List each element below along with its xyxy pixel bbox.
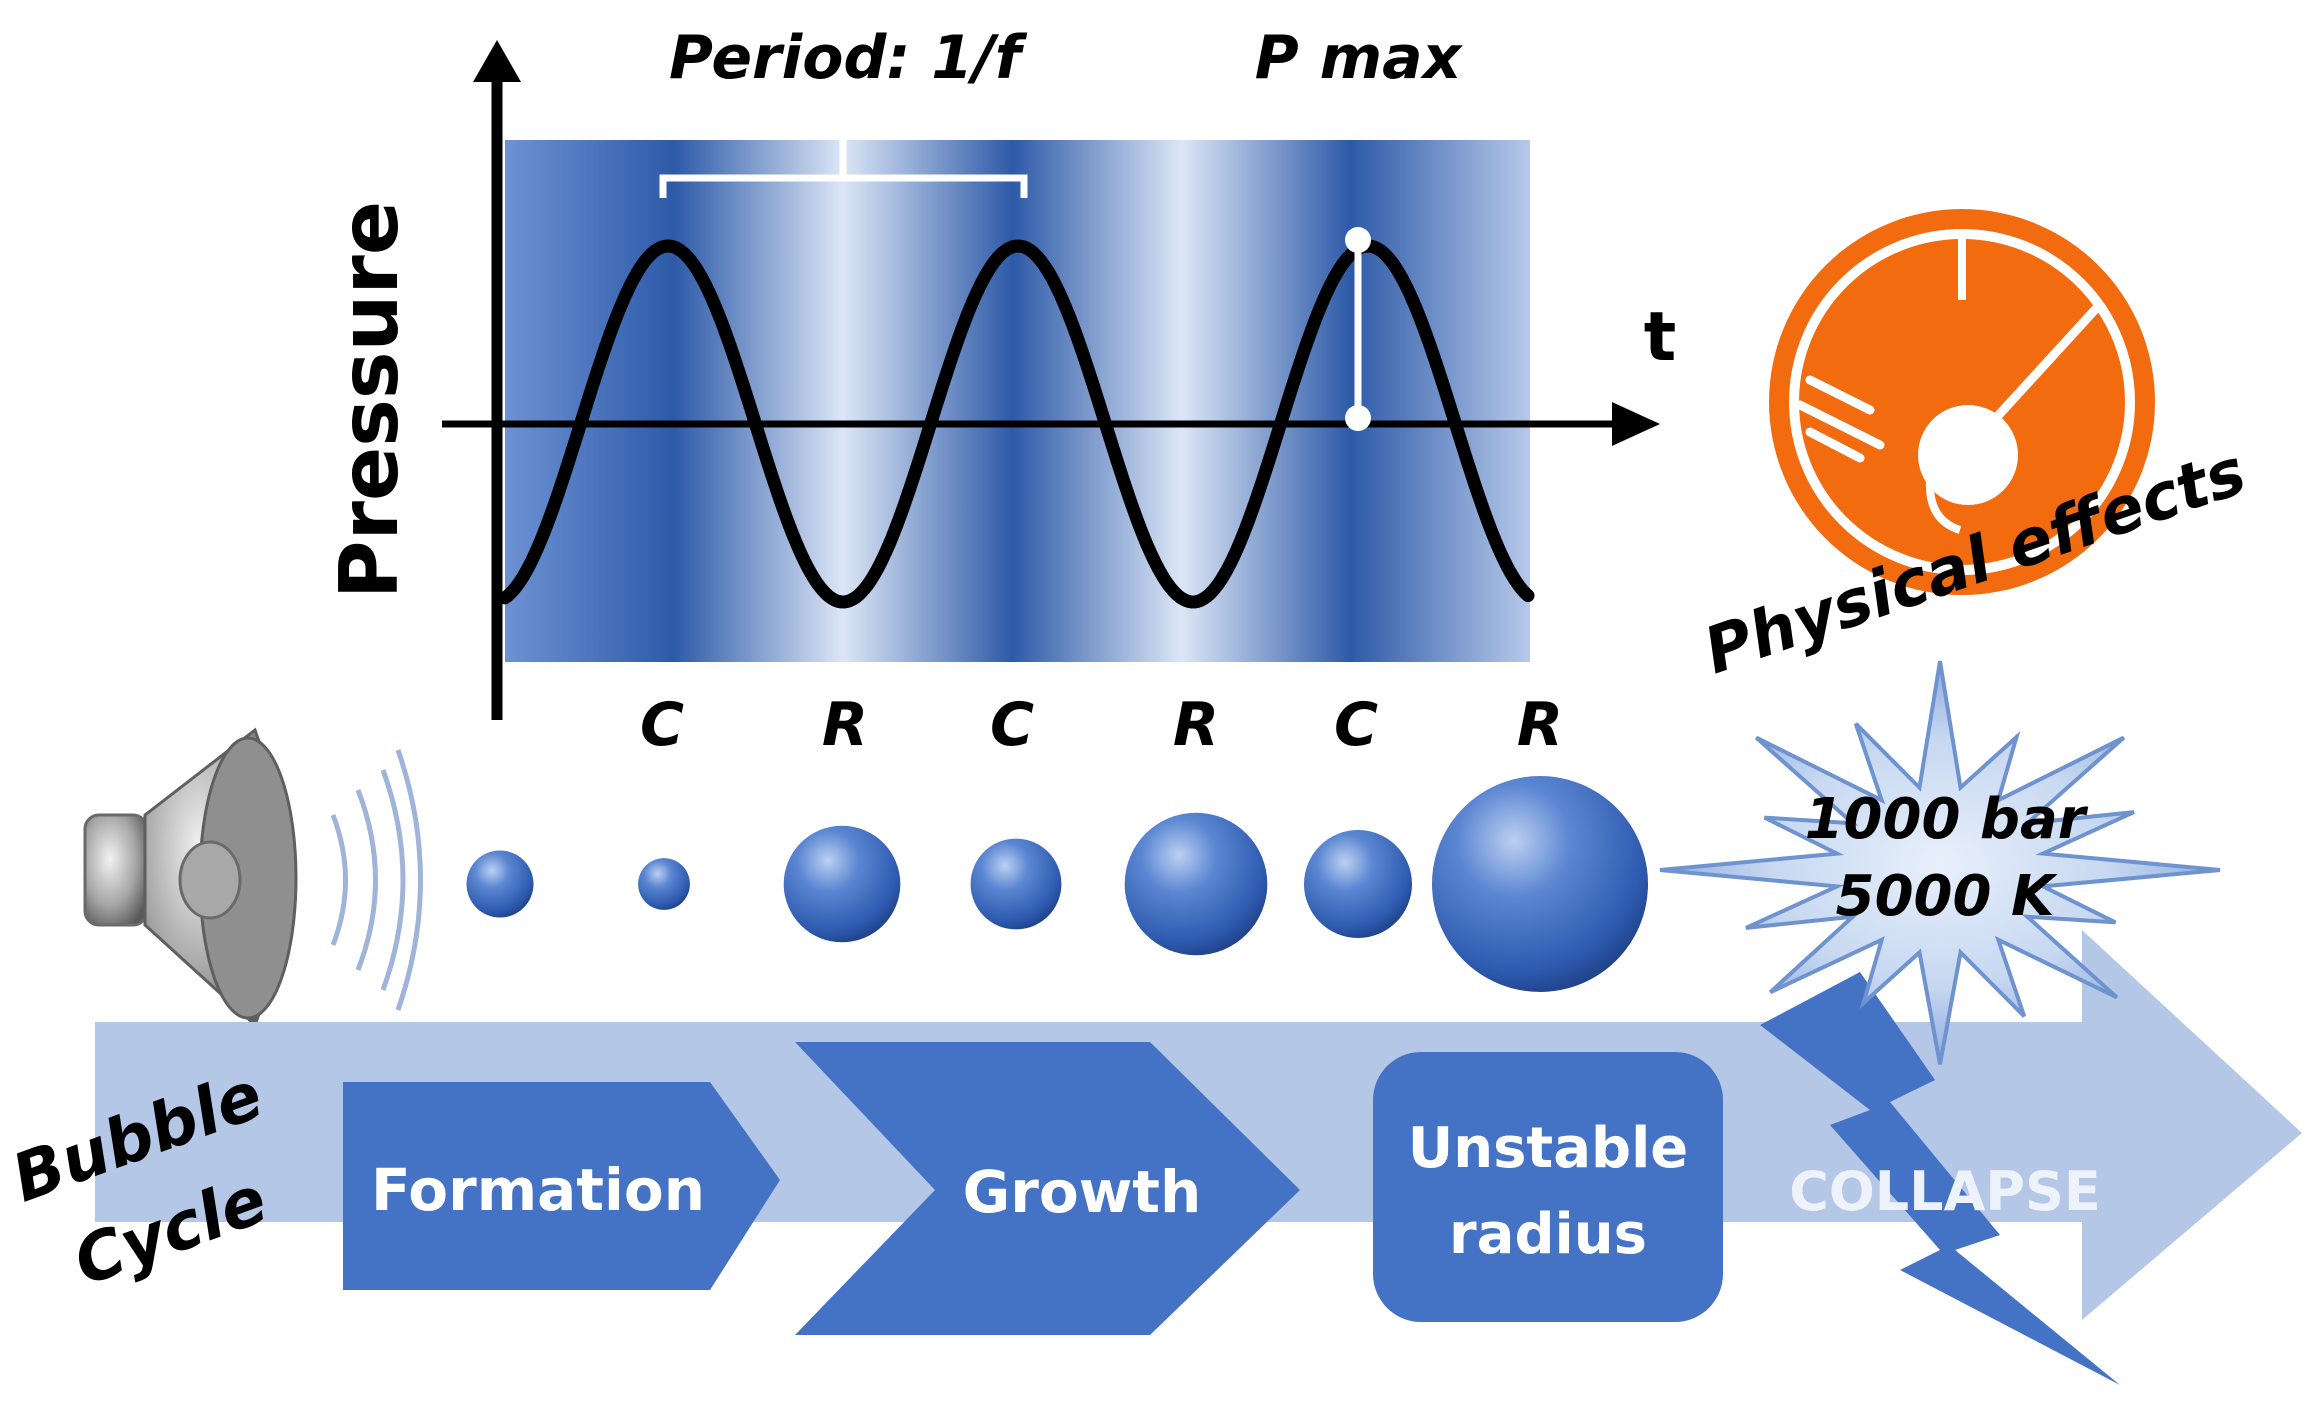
speaker-icon [83, 727, 298, 1028]
bubble [1304, 830, 1412, 938]
bubble [970, 838, 1062, 930]
phase-label: C [640, 690, 684, 760]
pressure-graph: Period: 1/f P max Pressure t C R C R C R [323, 23, 1676, 760]
phase-label: C [990, 690, 1034, 760]
unstable-radius-label: radius [1449, 1202, 1647, 1267]
pmax-label: P max [1255, 23, 1464, 93]
physical-effects-group: Physical effects [1695, 209, 2255, 689]
period-label: Period: 1/f [669, 23, 1028, 93]
stage-label: Growth [963, 1158, 1202, 1226]
stage-growth-shape [795, 1042, 1300, 1335]
y-axis-label: Pressure [323, 201, 416, 599]
bubble [466, 850, 534, 918]
period-bracket [659, 140, 1028, 198]
phase-label: R [1517, 690, 1563, 760]
unstable-radius-label: Unstable [1408, 1116, 1689, 1181]
pressure-band [505, 140, 1530, 662]
phase-label: C [1334, 690, 1378, 760]
explosion-group: 1000 bar 5000 K [1659, 660, 2221, 1065]
stage-unstable-shape [1373, 1052, 1723, 1322]
bubble-sequence [466, 776, 1648, 992]
bubble [638, 858, 690, 910]
collapse-label: COLLAPSE [1789, 1160, 2101, 1223]
x-axis-arrowhead [1612, 402, 1660, 446]
bubble [1124, 812, 1268, 956]
stage-formation-shape [343, 1082, 780, 1290]
stage-label: Formation [371, 1156, 705, 1224]
bubble [1432, 776, 1648, 992]
explosion-icon [1659, 660, 2221, 1065]
explosion-line: 1000 bar [1805, 787, 2089, 852]
sound-waves-icon [330, 749, 423, 1011]
phase-label: R [1173, 690, 1219, 760]
explosion-line: 5000 K [1836, 864, 2058, 929]
lightning-bolt-icon [1760, 972, 2120, 1385]
y-axis-arrowhead [473, 40, 521, 82]
bubble-cycle: Formation Growth Unstable radius COLLAPS… [2, 930, 2302, 1385]
bubble [783, 825, 901, 943]
pmax-marker [1345, 227, 1371, 431]
physical-effects-icon [1769, 209, 2155, 595]
phase-label: R [822, 690, 868, 760]
x-axis-label: t [1644, 298, 1677, 377]
